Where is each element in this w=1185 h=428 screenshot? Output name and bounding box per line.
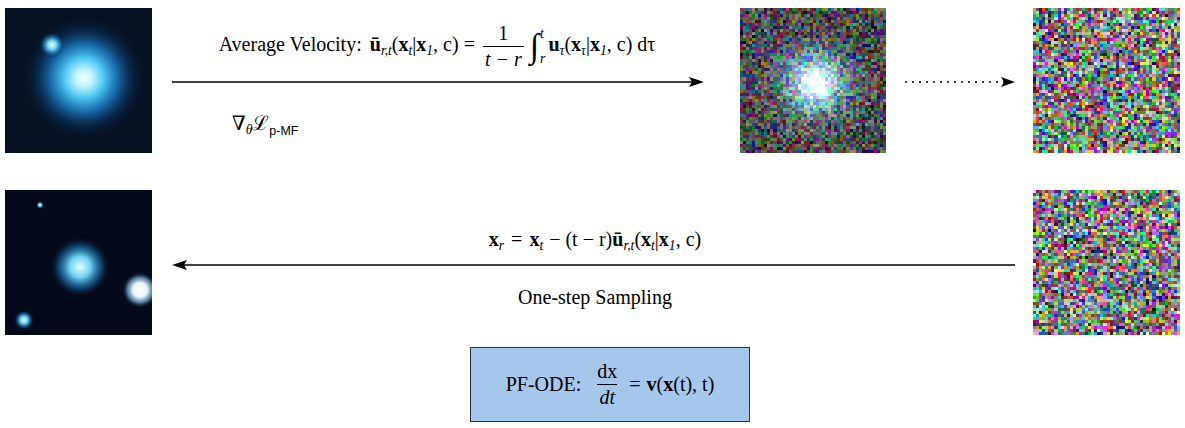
- image-panel: [5, 190, 152, 335]
- galaxy-glow: [39, 32, 65, 58]
- galaxy-glow: [36, 201, 44, 209]
- image-ground: [5, 190, 152, 335]
- galaxy-glow: [50, 237, 110, 297]
- galaxy-glow: [22, 16, 146, 140]
- image-ground: [5, 8, 152, 153]
- galaxy-glow: [122, 272, 152, 308]
- galaxy-glow: [14, 310, 34, 330]
- image-panel: [5, 8, 152, 153]
- image-panel: [740, 8, 886, 153]
